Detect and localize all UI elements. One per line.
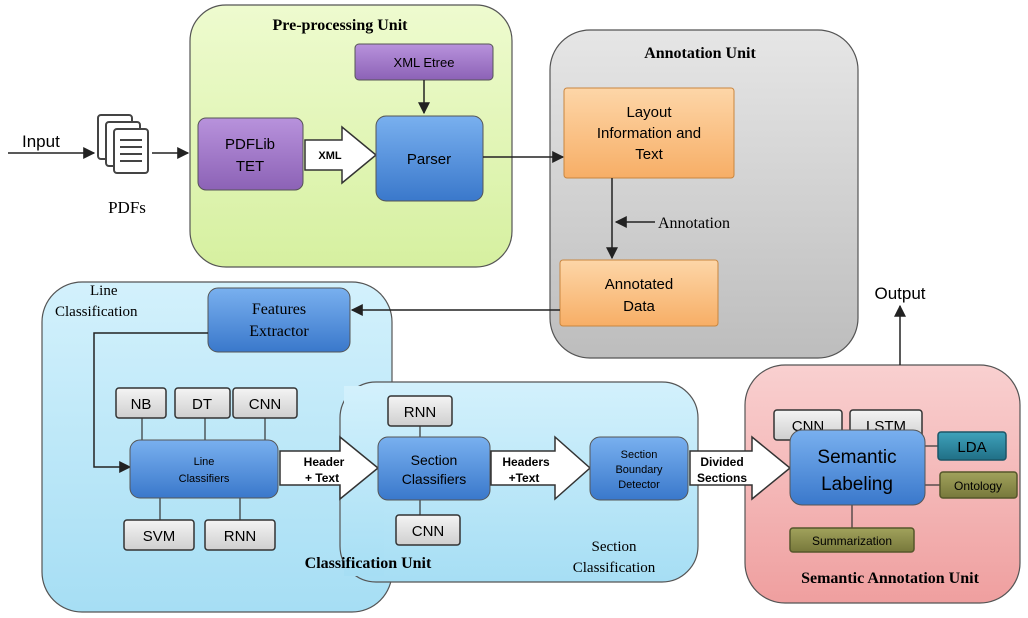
lda-label: LDA xyxy=(957,439,986,456)
section-boundary-detector-box xyxy=(589,436,689,501)
headers-text-block-arrow xyxy=(490,435,592,501)
rnn-section-model-box xyxy=(387,395,453,427)
pdflib-tet-box xyxy=(197,117,304,191)
section-classifiers-label-line1: Section xyxy=(411,452,458,468)
rnn-line-label: RNN xyxy=(224,528,257,545)
semantic-labeling-box xyxy=(789,429,926,506)
layout-label-line2: Information and xyxy=(597,125,701,142)
cnn-section-label: CNN xyxy=(412,523,445,540)
parser-box xyxy=(375,115,484,202)
semantic-unit-title: Semantic Annotation Unit xyxy=(801,570,979,587)
summarization-box xyxy=(789,527,915,553)
preprocessing-unit-title: Pre-processing Unit xyxy=(273,17,409,34)
pdfs-label: PDFs xyxy=(108,198,146,217)
layout-label-line1: Layout xyxy=(626,104,672,121)
ontology-box xyxy=(939,471,1018,499)
section-classification-label-line2: Classification xyxy=(573,560,656,576)
boundary-label-line3: Detector xyxy=(618,479,660,491)
features-label-line2: Extractor xyxy=(249,323,309,340)
pdfs-icon xyxy=(97,114,149,174)
dt-model-box xyxy=(174,387,231,419)
layout-label-line3: Text xyxy=(635,146,663,163)
boundary-label-line1: Section xyxy=(621,449,658,461)
semantic-labeling-label-line2: Labeling xyxy=(821,474,893,495)
output-label: Output xyxy=(874,284,925,303)
headers-text-label-line2: +Text xyxy=(509,471,540,485)
features-extractor-box xyxy=(207,287,351,353)
pdflib-label-line1: PDFLib xyxy=(225,136,275,153)
line-classification-label-line1: Line xyxy=(90,283,118,299)
parser-label: Parser xyxy=(407,151,451,168)
rnn-line-model-box xyxy=(204,519,276,551)
lda-box xyxy=(937,431,1007,461)
dt-label: DT xyxy=(192,396,212,413)
xml-block-arrow xyxy=(304,125,378,185)
annotation-unit-title: Annotation Unit xyxy=(644,45,756,62)
rnn-section-label: RNN xyxy=(404,404,437,421)
line-classification-label-line2: Classification xyxy=(55,304,138,320)
cnn-line-label: CNN xyxy=(249,396,282,413)
svm-label: SVM xyxy=(143,528,176,545)
features-to-line-classifiers-arrow xyxy=(93,332,208,473)
header-text-block-arrow xyxy=(279,435,380,501)
header-text-label-line1: Header xyxy=(304,455,345,469)
line-classifiers-label-line1: Line xyxy=(194,456,215,468)
section-classification-label-line1: Section xyxy=(592,539,637,555)
annotated-data-box xyxy=(559,259,719,327)
annotation-label: Annotation xyxy=(658,215,730,232)
section-classifiers-box xyxy=(377,436,491,501)
line-classifier-connectors xyxy=(141,418,266,520)
input-label: Input xyxy=(22,132,60,151)
section-classifiers-label-line2: Classifiers xyxy=(402,471,467,487)
nb-label: NB xyxy=(131,396,152,413)
summarization-label: Summarization xyxy=(812,534,892,548)
nb-model-box xyxy=(115,387,167,419)
features-label-line1: Features xyxy=(252,301,306,318)
xml-etree-label: XML Etree xyxy=(394,55,455,70)
line-classifiers-label-line2: Classifiers xyxy=(179,473,230,485)
divided-sections-block-arrow xyxy=(689,435,792,501)
cnn-line-model-box xyxy=(232,387,298,419)
ontology-label: Ontology xyxy=(954,479,1002,493)
cnn-section-model-box xyxy=(395,514,461,546)
annotated-label-line2: Data xyxy=(623,298,655,315)
xml-arrow-label: XML xyxy=(318,150,342,162)
layout-information-box xyxy=(563,87,735,179)
line-classifiers-box xyxy=(129,439,279,499)
classification-unit-title: Classification Unit xyxy=(305,555,432,572)
semantic-labeling-label-line1: Semantic xyxy=(817,447,896,468)
divided-sections-label-line1: Divided xyxy=(700,455,743,469)
divided-sections-label-line2: Sections xyxy=(697,471,747,485)
headers-text-label-line1: Headers xyxy=(502,455,550,469)
svm-model-box xyxy=(123,519,195,551)
pdflib-label-line2: TET xyxy=(236,158,264,175)
header-text-label-line2: + Text xyxy=(305,471,339,485)
annotated-label-line1: Annotated xyxy=(605,276,673,293)
boundary-label-line2: Boundary xyxy=(615,464,663,476)
